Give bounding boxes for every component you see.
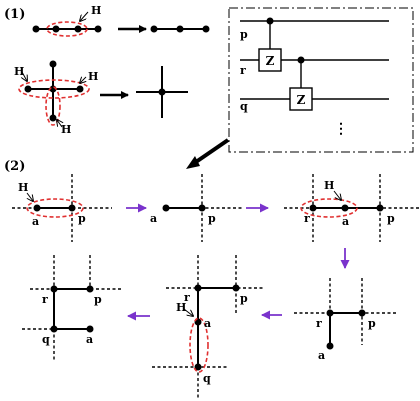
graph-node [150,25,158,33]
node-label: p [368,317,376,330]
graph-node [68,204,76,212]
node-label: r [304,212,310,225]
highlight-ellipse [45,86,61,126]
hadamard-label: H [18,181,28,194]
graph-node [376,204,384,212]
node-label: r [42,293,48,306]
node-label: r [184,291,190,304]
hadamard-label: H [91,4,101,17]
part1-cross-graph-result [136,66,188,118]
graph-node [162,204,170,212]
highlight-ellipse [26,198,84,218]
graph-node [309,204,317,212]
part2-panel-5: H r p a q [152,255,264,398]
z-gate-label: Z [266,54,275,68]
node-label: r [316,317,322,330]
part2-panel-1: H a p [12,174,112,242]
node-label: p [94,293,102,306]
node-label: p [78,212,86,225]
graph-node [94,25,102,33]
part2-panel-6: r p q a [22,255,122,362]
part1-line-graph: H [32,4,102,37]
qubit-label-q: q [240,100,248,113]
diagonal-arrow-head [186,156,200,169]
control-dot [266,17,274,25]
node-label: a [32,215,39,228]
graph-node [194,363,202,371]
hadamard-label: H [88,70,98,83]
node-label: a [318,349,325,362]
graph-node [202,25,210,33]
highlight-ellipse [189,317,209,373]
graph-node [76,85,84,93]
graph-node [86,285,94,293]
graph-node [86,325,94,333]
graph-node [198,204,206,212]
node-label: a [150,212,157,225]
hadamard-pointer [26,192,33,201]
node-label: a [86,333,93,346]
diagonal-arrow-shaft [191,138,230,166]
graph-node [341,204,349,212]
hadamard-pointer [80,77,86,83]
hadamard-pointer [333,190,341,200]
hadamard-pointer [80,11,89,21]
part1-cross-graph: H H H [14,60,98,136]
part2-panel-3: H r a p [284,174,420,242]
hadamard-pointer [57,120,62,128]
graph-node [49,114,57,122]
graph-node [50,285,58,293]
graph-node [33,204,41,212]
node-label: a [342,215,349,228]
graph-node [158,88,166,96]
z-gate-box [258,48,282,72]
highlight-ellipse [300,198,358,218]
hadamard-label: H [324,179,334,192]
node-label: a [204,317,211,330]
graph-node [326,309,334,317]
highlight-ellipse [18,79,90,99]
part2-panel-2: a p [150,174,242,242]
hadamard-pointer [183,308,193,316]
part1-line-graph-result [150,25,210,33]
graph-node [52,25,60,33]
circuit-panel: p r q Z Z ⋮ [228,7,414,153]
graph-node [24,85,32,93]
qubit-label-r: r [240,64,246,77]
node-label: q [203,372,211,385]
graph-node [50,325,58,333]
graph-node [32,25,40,33]
z-gate-label: Z [297,93,306,107]
hadamard-label: H [14,65,24,78]
part2-panel-4: r p a [294,278,398,362]
node-label: p [208,212,216,225]
hadamard-pointer [22,71,27,81]
vertical-ellipsis: ⋮ [334,121,348,137]
z-gate-box [289,87,313,111]
qubit-label-p: p [240,28,248,41]
graph-node [194,284,202,292]
graph-node [74,25,82,33]
hadamard-label: H [176,301,186,314]
node-label: p [387,212,395,225]
node-label: q [42,333,50,346]
section-label-2: (2) [4,159,25,174]
graph-node [232,284,240,292]
hadamard-label: H [61,123,71,136]
highlight-ellipse [46,21,88,37]
node-label: p [240,292,248,305]
control-dot [297,56,305,64]
graph-node [176,25,184,33]
graph-node [326,342,334,350]
graph-node [358,309,366,317]
section-label-1: (1) [4,7,25,22]
graph-node [49,60,57,68]
circuit-frame [228,7,414,153]
